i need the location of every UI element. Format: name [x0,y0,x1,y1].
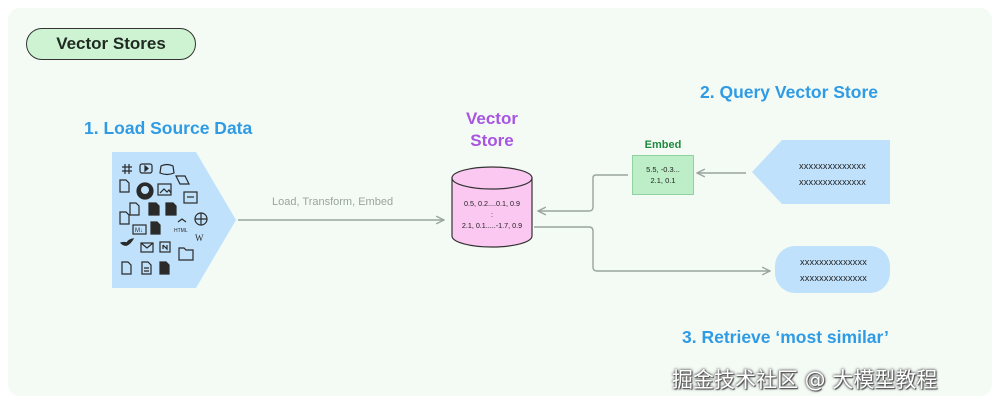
embed-label: Embed [644,139,682,151]
vector-stores-badge: Vector Stores [26,28,196,60]
wiki-icon: W [195,233,204,243]
embed-line2: 2.1, 0.1 [650,176,676,185]
query-text: xxxxxxxxxxxxxx xxxxxxxxxxxxxx [785,158,880,190]
html-icon: HTML [174,218,188,234]
step-retrieve-heading: 3. Retrieve ‘most similar’ [682,327,889,347]
vector-store-title: Vector Store [430,108,554,152]
doc-icon [141,261,152,275]
github-icon [136,182,154,200]
globe-icon [194,212,208,226]
step-query-heading: 2. Query Vector Store [700,82,878,102]
notion-icon [159,241,171,253]
vector-values-line2: : [491,210,493,219]
file-icon [129,202,140,216]
doc-icon [121,261,132,275]
vector-store-cylinder [451,166,533,248]
pdf-icon [183,191,198,204]
watermark: 掘金技术社区 @ 大模型教程 [672,368,938,392]
embed-line1: 5.5, -0.3... [646,165,680,174]
result-line1: xxxxxxxxxxxxxx [799,257,868,267]
slack-icon [122,164,132,174]
load-transform-embed-label: Load, Transform, Embed [272,196,394,208]
query-line2: xxxxxxxxxxxxxx [798,177,867,187]
result-text: xxxxxxxxxxxxxx xxxxxxxxxxxxxx [786,254,881,286]
md-icon: M↓ [132,224,147,235]
doc-icon [159,261,170,275]
file-icon [150,221,161,235]
query-line1: xxxxxxxxxxxxxx [798,161,867,171]
store-to-result-arrow [534,226,770,271]
file-icon [119,211,130,225]
svg-text:M↓: M↓ [135,228,143,234]
image-icon [157,183,172,196]
twitter-icon [119,238,135,246]
vector-values-line3: 2.1, 0.1.....-1.7, 0.9 [461,221,523,230]
drive-icon [175,175,190,185]
vector-values-line1: 0.5, 0.2....0.1, 0.9 [464,199,520,208]
result-block [775,246,890,293]
badge-label: Vector Stores [56,34,166,53]
step-load-heading: 1. Load Source Data [84,118,253,138]
folder-icon [178,247,194,261]
embed-to-store-arrow [538,174,628,211]
email-icon [140,242,154,253]
svg-text:HTML: HTML [174,228,188,234]
result-line2: xxxxxxxxxxxxxx [799,273,868,283]
discord-icon [159,163,175,176]
svg-text:W: W [195,233,204,243]
file-icon [119,179,130,193]
vector-store-title-line2: Store [470,131,514,150]
json-icon [165,202,177,216]
csv-icon [148,202,160,216]
vector-store-values: 0.5, 0.2....0.1, 0.9 : 2.1, 0.1.....-1.7… [452,198,532,231]
query-block [752,140,890,204]
source-icons: M↓ HTML W [119,163,208,275]
vector-store-title-line1: Vector [466,109,518,128]
youtube-icon [139,163,153,174]
embed-box: 5.5, -0.3... 2.1, 0.1 [632,155,694,195]
